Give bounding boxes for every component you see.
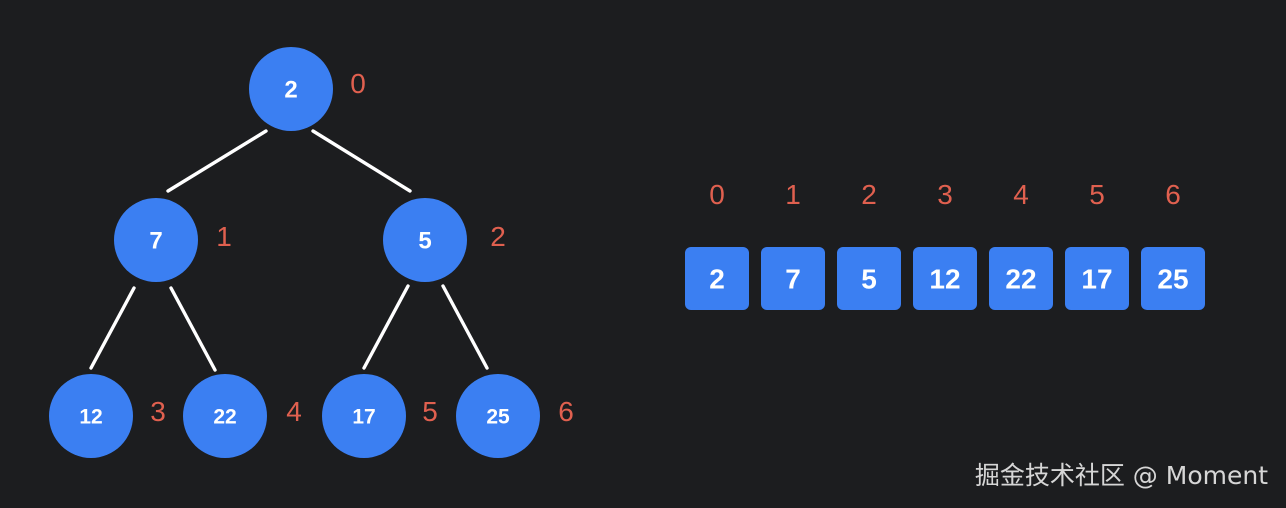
edge-2-5	[362, 284, 410, 370]
array-index-label-6: 6	[1165, 179, 1181, 210]
array-cell-value: 25	[1157, 264, 1188, 295]
array-cell-3: 12	[913, 247, 977, 310]
tree-node-circle	[183, 374, 267, 458]
array-index-label-3: 3	[937, 179, 953, 210]
tree-index-label-0: 0	[350, 68, 366, 99]
array-cell-value: 22	[1005, 264, 1036, 295]
watermark-text: 掘金技术社区 @ Moment	[974, 461, 1268, 490]
array-index-label-1: 1	[785, 179, 801, 210]
array-cell-box	[761, 247, 825, 310]
tree-node-value: 17	[352, 406, 375, 429]
array-cell-4: 22	[989, 247, 1053, 310]
array-cell-value: 2	[709, 264, 725, 295]
tree-node-0: 2	[249, 47, 333, 131]
tree-index-label-2: 2	[490, 221, 506, 252]
tree-node-circle	[383, 198, 467, 282]
array-cell-box	[837, 247, 901, 310]
array-cell-value: 7	[785, 264, 801, 295]
tree-edges	[89, 129, 489, 372]
array-cell-box	[913, 247, 977, 310]
array-cell-box	[1065, 247, 1129, 310]
array-cell-value: 12	[929, 264, 960, 295]
edge-0-2	[311, 129, 412, 193]
tree-node-6: 25	[456, 374, 540, 458]
tree-node-2: 5	[383, 198, 467, 282]
array-cell-1: 7	[761, 247, 825, 310]
array-cell-2: 5	[837, 247, 901, 310]
tree-node-1: 7	[114, 198, 198, 282]
edge-1-4	[169, 286, 217, 372]
array-cell-value: 5	[861, 264, 877, 295]
tree-node-circle	[49, 374, 133, 458]
tree-index-labels: 0 1 2 3 4 5 6	[150, 68, 574, 427]
tree-node-value: 25	[486, 406, 510, 429]
tree-node-value: 5	[418, 228, 431, 255]
tree-node-3: 12	[49, 374, 133, 458]
tree-node-value: 2	[284, 77, 297, 104]
array-index-label-0: 0	[709, 179, 725, 210]
tree-node-circle	[322, 374, 406, 458]
tree-node-circle	[456, 374, 540, 458]
tree-node-circle	[114, 198, 198, 282]
tree-index-label-1: 1	[216, 221, 232, 252]
array-index-label-4: 4	[1013, 179, 1029, 210]
array-cell-box	[1141, 247, 1205, 310]
tree-index-label-5: 5	[422, 396, 438, 427]
array-cell-box	[989, 247, 1053, 310]
edge-2-6	[441, 284, 489, 370]
array-cell-value: 17	[1081, 264, 1112, 295]
tree-index-label-4: 4	[286, 396, 302, 427]
array-index-label-5: 5	[1089, 179, 1105, 210]
array-index-label-2: 2	[861, 179, 877, 210]
tree-index-label-6: 6	[558, 396, 574, 427]
tree-node-value: 12	[79, 406, 102, 429]
tree-index-label-3: 3	[150, 396, 166, 427]
array-cell-box	[685, 247, 749, 310]
array-cell-5: 17	[1065, 247, 1129, 310]
array-cells: 2 7 5 12 22 17 25	[685, 247, 1205, 310]
array-cell-0: 2	[685, 247, 749, 310]
tree-node-circle	[249, 47, 333, 131]
edge-1-3	[89, 286, 136, 370]
tree-node-value: 7	[149, 228, 162, 255]
tree-node-4: 22	[183, 374, 267, 458]
tree-node-5: 17	[322, 374, 406, 458]
edge-0-1	[166, 129, 268, 193]
array-index-labels: 0 1 2 3 4 5 6	[709, 179, 1181, 210]
tree-node-value: 22	[213, 406, 236, 429]
array-cell-6: 25	[1141, 247, 1205, 310]
